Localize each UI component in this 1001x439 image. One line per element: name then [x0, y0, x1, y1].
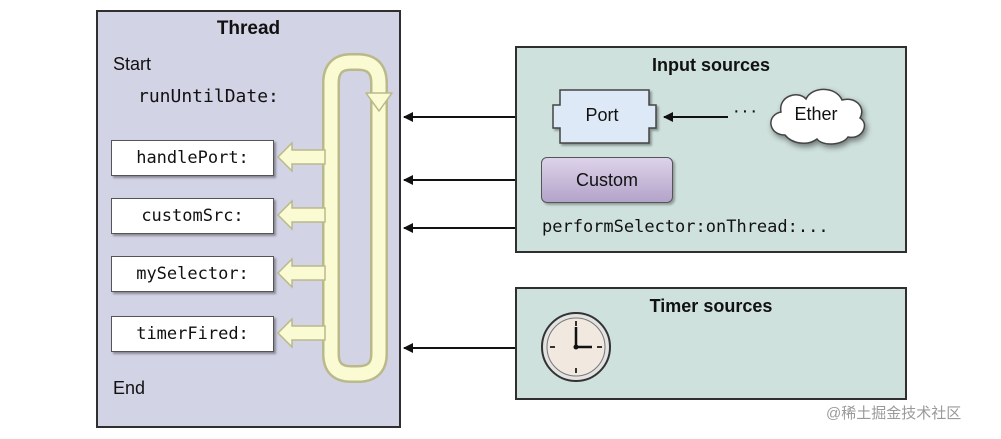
handler-timer-fired: timerFired: [111, 316, 274, 352]
timer-sources-title: Timer sources [649, 296, 773, 316]
input-sources-panel [515, 46, 907, 253]
handler-label: handlePort: [136, 148, 249, 168]
input-sources-title: Input sources [651, 55, 771, 75]
handler-branch-arrows [276, 141, 326, 349]
ellipsis-dots: ··· [733, 100, 759, 122]
thread-title: Thread [216, 18, 281, 39]
source-arrows [403, 112, 728, 353]
handler-custom-src: customSrc: [111, 198, 274, 234]
handler-my-selector: mySelector: [111, 256, 274, 292]
clock-icon [541, 312, 611, 382]
handler-handle-port: handlePort: [111, 140, 274, 176]
end-label: End [113, 378, 146, 398]
handler-label: timerFired: [136, 324, 249, 344]
loop-arrow-icon [276, 53, 393, 383]
cloud-icon [770, 88, 866, 145]
ether-label: Ether [794, 104, 838, 124]
start-label: Start [113, 54, 152, 74]
handler-label: mySelector: [136, 264, 249, 284]
perform-selector-label: performSelector:onThread:... [542, 217, 829, 237]
watermark: @稀土掘金技术社区 [826, 405, 962, 422]
handler-label: customSrc: [141, 206, 244, 226]
custom-source-label: Custom [575, 169, 638, 190]
run-until-date-label: runUntilDate: [138, 86, 279, 107]
port-icon [552, 89, 657, 144]
port-label: Port [585, 105, 619, 125]
custom-source-box: Custom [541, 157, 673, 203]
